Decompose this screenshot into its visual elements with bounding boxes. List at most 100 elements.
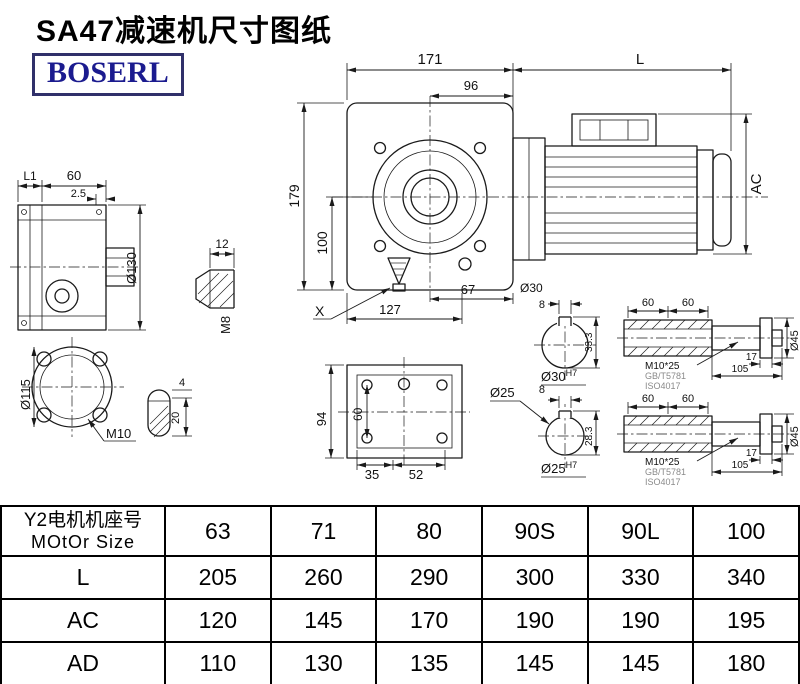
- dim-105-top: 105: [732, 364, 749, 375]
- dim-dia-130: Ø130: [124, 252, 139, 284]
- dim-value-cell: 340: [692, 555, 800, 600]
- dim-row-label: L: [0, 555, 166, 600]
- output-flange-view: Ø115 M10: [18, 337, 136, 442]
- dim-value-cell: 205: [164, 555, 272, 600]
- dim-row-label: AD: [0, 641, 166, 684]
- dim-value-cell: 190: [586, 598, 695, 643]
- dim-171: 171: [417, 51, 442, 68]
- label-bore-30h7: Ø30H7: [541, 368, 577, 384]
- dim-value-cell: 170: [375, 598, 483, 643]
- dim-96: 96: [464, 78, 478, 93]
- dim-L: L: [636, 51, 644, 68]
- label-std-gb-bottom: GB/T5781: [645, 467, 686, 477]
- dim-8-bore30: 8: [539, 299, 545, 311]
- dim-12: 12: [215, 237, 229, 251]
- dim-33-3: 33.3: [584, 332, 595, 352]
- dim-60a-bottom: 60: [642, 393, 654, 405]
- dim-127: 127: [379, 302, 401, 317]
- size-col-header: 71: [269, 505, 378, 557]
- label-std-iso-top: ISO4017: [645, 381, 681, 391]
- label-bolt-bottom: M10*25: [645, 457, 680, 468]
- label-m8: M8: [218, 316, 233, 334]
- bore-section-25: Ø25 8 28.3 Ø25H7: [490, 384, 600, 478]
- key-detail: 4 20: [147, 377, 192, 438]
- flange-circle: [372, 139, 488, 255]
- motor-size-label-cn: Y2电机机座号: [23, 510, 143, 531]
- dim-value-cell: 120: [164, 598, 272, 643]
- dim-60b-top: 60: [682, 297, 694, 309]
- side-view: L1 60 2.5 Ø130: [10, 168, 146, 331]
- dim-value-cell: 290: [375, 555, 483, 600]
- size-col-header: 80: [375, 505, 483, 557]
- dim-60b-bottom: 60: [682, 393, 694, 405]
- dim-dia-45-bottom: Ø45: [789, 426, 800, 447]
- label-bore-25h7: Ø25H7: [541, 460, 577, 476]
- dim-dia-115: Ø115: [18, 379, 33, 410]
- dim-value-cell: 260: [269, 555, 378, 600]
- label-std-iso-bottom: ISO4017: [645, 477, 681, 487]
- dim-value-cell: 145: [480, 641, 589, 684]
- front-view: [332, 96, 768, 304]
- bottom-view: 94 60 35 52: [314, 357, 470, 482]
- size-col-header: 100: [692, 505, 800, 557]
- dim-4: 4: [179, 377, 185, 389]
- label-dia-25: Ø25: [490, 385, 515, 400]
- dim-20: 20: [170, 412, 182, 424]
- dim-100: 100: [314, 231, 330, 255]
- terminal-box: [571, 113, 657, 147]
- table-row-L: L 205 260 290 300 330 340: [0, 555, 800, 600]
- label-bolt-top: M10*25: [645, 361, 680, 372]
- dim-17-bottom: 17: [746, 448, 758, 459]
- motor-size-table: Y2电机机座号 MOtOr Size 63 71 80 90S 90L 100 …: [0, 505, 800, 684]
- brand-logo: BOSERL: [32, 53, 184, 96]
- dim-17-top: 17: [746, 352, 758, 363]
- dim-60-side: 60: [67, 168, 81, 183]
- motor-size-label-en: MOtOr Size: [30, 532, 135, 552]
- label-x: X: [315, 303, 325, 319]
- technical-drawing: 171 L 96 179 100 AC 67 Ø30 127 X: [10, 51, 800, 487]
- dim-28-3: 28.3: [584, 426, 595, 446]
- size-col-header: 63: [164, 505, 272, 557]
- label-std-gb-top: GB/T5781: [645, 371, 686, 381]
- hollow-shaft-detail-bottom: 60 60 M10*25 GB/T5781 ISO4017 17 105 Ø45: [617, 393, 800, 487]
- front-view-dimensions: 171 L 96 179 100 AC 67 Ø30 127 X: [286, 51, 765, 324]
- hollow-shaft-detail-top: 60 60 M10*25 GB/T5781 ISO4017 17 105 Ø45: [617, 297, 800, 391]
- dim-value-cell: 300: [480, 555, 589, 600]
- dim-L1: L1: [23, 169, 37, 183]
- fan-cover: [712, 153, 732, 247]
- dim-52: 52: [409, 467, 423, 482]
- label-bore-30: Ø30: [520, 281, 543, 295]
- dim-value-cell: 130: [269, 641, 378, 684]
- dim-67: 67: [461, 282, 475, 297]
- dim-105-bottom: 105: [732, 460, 749, 471]
- hollow-shaft-bore: [402, 169, 458, 225]
- table-row-sizes: Y2电机机座号 MOtOr Size 63 71 80 90S 90L 100: [0, 505, 800, 557]
- input-shaft-detail: 12 M8: [195, 237, 235, 334]
- dim-value-cell: 330: [586, 555, 695, 600]
- dim-value-cell: 180: [692, 641, 800, 684]
- dim-dia-45-top: Ø45: [789, 330, 800, 351]
- dim-60a-top: 60: [642, 297, 654, 309]
- dim-8-bore25: 8: [539, 384, 545, 396]
- dim-value-cell: 110: [164, 641, 272, 684]
- dim-60-bottom: 60: [351, 407, 365, 421]
- dim-179: 179: [286, 184, 302, 208]
- dim-value-cell: 190: [480, 598, 589, 643]
- dim-row-label: AC: [0, 598, 166, 643]
- dim-value-cell: 145: [586, 641, 695, 684]
- size-col-header: 90L: [586, 505, 695, 557]
- table-row-AC: AC 120 145 170 190 190 195: [0, 598, 800, 643]
- motor-body: [544, 145, 698, 255]
- dim-value-cell: 195: [692, 598, 800, 643]
- oil-drain-hatch: [387, 257, 411, 285]
- dim-2-5: 2.5: [71, 188, 86, 200]
- table-row-AD: AD 110 130 135 145 145 180: [0, 641, 800, 684]
- dim-value-cell: 145: [269, 598, 378, 643]
- page-title: SA47减速机尺寸图纸: [36, 15, 333, 48]
- dim-AC: AC: [748, 173, 765, 194]
- label-m10: M10: [106, 426, 131, 441]
- bore-section-30: 8 33.3 Ø30H7: [534, 299, 600, 386]
- dim-35: 35: [365, 467, 379, 482]
- size-col-header: 90S: [480, 505, 589, 557]
